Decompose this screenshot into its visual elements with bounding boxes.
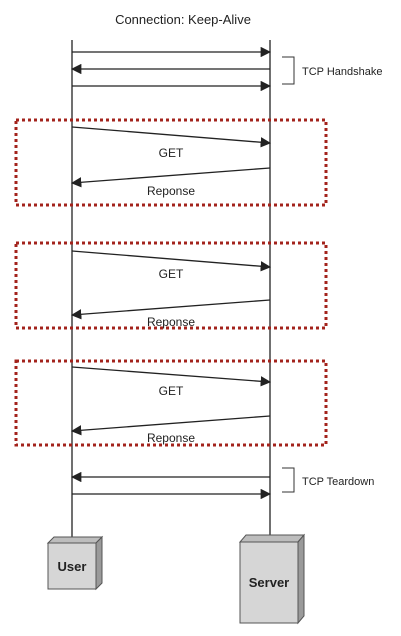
handshake-bracket [282, 56, 295, 85]
exchange-1-response-arrow [70, 167, 271, 188]
exchange-3-response-arrow [70, 415, 271, 436]
exchange-3-response-label: Reponse [147, 431, 195, 445]
exchange-1-get-arrow [71, 126, 272, 148]
diagram-title: Connection: Keep-Alive [115, 12, 251, 27]
user-label: User [58, 559, 87, 574]
exchange-2-response-arrow [70, 299, 271, 320]
exchange-1-get-label: GET [159, 146, 184, 160]
exchange-2-get-arrow [71, 250, 272, 272]
teardown-label: TCP Teardown [302, 476, 374, 488]
exchange-2-get-label: GET [159, 267, 184, 281]
server-label: Server [249, 575, 289, 590]
handshake-label: TCP Handshake [302, 66, 383, 78]
server-participant: Server [238, 533, 306, 625]
exchange-2-response-label: Reponse [147, 315, 195, 329]
exchange-1-response-label: Reponse [147, 184, 195, 198]
teardown-bracket [282, 467, 295, 493]
exchange-3-get-label: GET [159, 384, 184, 398]
user-participant: User [46, 535, 104, 591]
exchange-3-box [14, 359, 328, 447]
exchange-3-get-arrow [71, 366, 272, 387]
